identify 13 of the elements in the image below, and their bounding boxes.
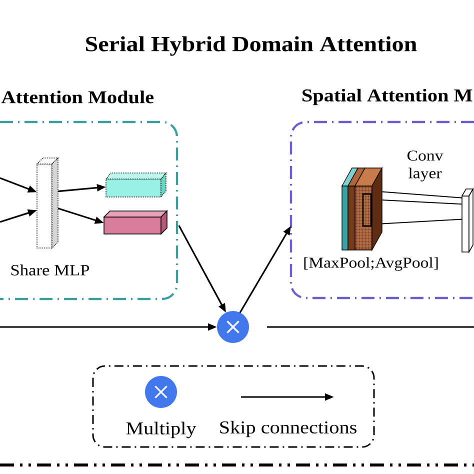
multiply-circle xyxy=(217,311,249,343)
legend-text: Skip connections xyxy=(220,420,356,438)
line xyxy=(382,199,462,205)
legend-text: Multiply xyxy=(126,422,196,438)
line xyxy=(382,191,462,198)
block-caption: [MaxPool;AvgPool] xyxy=(304,257,438,271)
line xyxy=(267,326,474,328)
diagram-title: Serial Hybrid Domain Attention xyxy=(86,36,417,56)
layer-label: Conv layer xyxy=(408,150,444,182)
line xyxy=(382,218,462,224)
module-heading: Spatial Attention M xyxy=(302,88,472,106)
module-heading: Attention Module xyxy=(1,90,154,104)
block-caption: Share MLP xyxy=(11,264,90,276)
